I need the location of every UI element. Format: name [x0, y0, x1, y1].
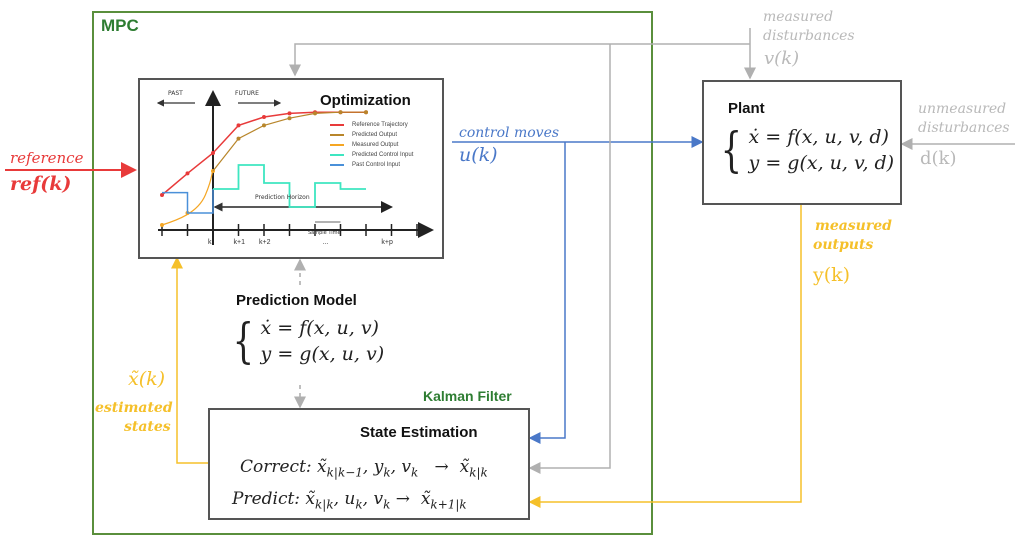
legend-item: Predicted Output	[330, 130, 413, 140]
estimated-states-symbol: x̃(k)	[128, 368, 166, 390]
legend-item: Past Control Input	[330, 160, 413, 170]
predicted-output-point	[287, 116, 292, 121]
estimated-states-label-2: states	[124, 419, 171, 435]
legend-label: Measured Output	[352, 142, 399, 148]
legend-label: Predicted Control Input	[352, 152, 414, 158]
estimated-states-label-1: estimated	[95, 400, 173, 416]
legend-swatch	[330, 154, 344, 156]
state-estimation-box: State Estimation Correct: x̃k|k−1, yk, v…	[208, 408, 530, 520]
tick-label: k+p	[381, 239, 393, 246]
plant-equation-2: y = g(x, u, v, d)	[748, 152, 895, 174]
legend-label: Past Control Input	[352, 162, 401, 168]
legend-swatch	[330, 144, 344, 146]
plant-equation-1: ẋ = f(x, u, v, d)	[748, 126, 889, 148]
measured-outputs-symbol: y(k)	[813, 264, 851, 286]
reference-trajectory-point	[160, 193, 164, 197]
optimization-chart	[156, 90, 434, 245]
predicted-output-point	[364, 110, 368, 115]
optimization-title: Optimization	[320, 92, 411, 109]
measured-disturbance-to-kalman	[528, 44, 611, 474]
measured-disturbances-label-2: disturbances	[763, 28, 855, 44]
prediction-model-equation-1: ẋ = f(x, u, v)	[260, 317, 379, 339]
legend-item: Reference Trajectory	[330, 120, 413, 130]
correct-label: Correct:	[240, 457, 312, 477]
tick-label: k+1	[233, 239, 245, 246]
reference-trajectory-point	[287, 111, 292, 116]
measured-outputs-label-2: outputs	[813, 237, 874, 253]
unmeasured-disturbances-label-2: disturbances	[918, 120, 1010, 136]
tick-label: k	[208, 239, 212, 246]
reference-symbol: ref(k)	[10, 173, 72, 195]
reference-trajectory-point	[185, 171, 190, 176]
control-moves-label: control moves	[459, 125, 560, 141]
measured-output-point	[160, 223, 164, 227]
control-feedback-line	[528, 142, 566, 444]
legend-swatch	[330, 134, 344, 136]
legend-label: Reference Trajectory	[352, 122, 408, 128]
kalman-filter-title: Kalman Filter	[423, 388, 512, 404]
unmeasured-disturbances-label-1: unmeasured	[918, 101, 1007, 117]
mpc-boundary	[92, 11, 653, 535]
tick-label: ...	[322, 239, 329, 246]
predicted-output-point	[236, 136, 241, 141]
tick-label: k+2	[259, 239, 271, 246]
reference-trajectory-point	[262, 115, 266, 119]
legend-label: Predicted Output	[352, 132, 398, 138]
measured-disturbance-to-optimization	[289, 43, 750, 77]
past-label: PAST	[168, 90, 183, 97]
plant-box: Plant { ẋ = f(x, u, v, d) y = g(x, u, v,…	[702, 80, 902, 205]
predicted-output-point	[338, 110, 343, 115]
predicted-control-input-line	[213, 164, 366, 208]
estimated-states-line	[171, 256, 208, 464]
state-estimation-title: State Estimation	[360, 424, 478, 441]
past-control-input-line	[162, 189, 214, 214]
reference-label: reference	[10, 149, 84, 167]
correct-equation: Correct: x̃k|k−1, yk, vk → x̃k|k	[240, 457, 488, 480]
prediction-model-title: Prediction Model	[236, 292, 357, 309]
legend-item: Predicted Control Input	[330, 150, 413, 160]
plant-title: Plant	[728, 100, 765, 117]
predict-label: Predict:	[232, 489, 301, 509]
legend-swatch	[330, 164, 344, 166]
measured-outputs-label-1: measured	[815, 218, 892, 234]
prediction-model-brace: {	[232, 313, 254, 369]
optimization-box: Optimization PAST FUTURE Prediction Hori…	[138, 78, 444, 259]
predicted-output-point	[313, 111, 317, 116]
predicted-output-point	[262, 123, 266, 128]
sample-time-label: Sample Time	[308, 230, 341, 236]
measured-disturbances-label-1: measured	[763, 9, 834, 25]
measured-output-line	[528, 205, 802, 508]
plant-brace: {	[720, 122, 742, 178]
reference-trajectory-point	[211, 151, 215, 155]
mpc-title: MPC	[101, 16, 139, 35]
reference-trajectory-point	[236, 123, 241, 128]
prediction-horizon-label: Prediction Horizon	[255, 194, 310, 201]
measured-disturbances-symbol: v(k)	[764, 48, 800, 69]
predict-equation: Predict: x̃k|k, uk, vk → x̃k+1|k	[232, 489, 467, 512]
control-moves-symbol: u(k)	[459, 144, 498, 166]
unmeasured-disturbances-symbol: d(k)	[920, 148, 957, 169]
prediction-model-equation-2: y = g(x, u, v)	[260, 343, 385, 365]
future-label: FUTURE	[235, 90, 259, 97]
legend-item: Measured Output	[330, 140, 413, 150]
legend-swatch	[330, 124, 344, 126]
